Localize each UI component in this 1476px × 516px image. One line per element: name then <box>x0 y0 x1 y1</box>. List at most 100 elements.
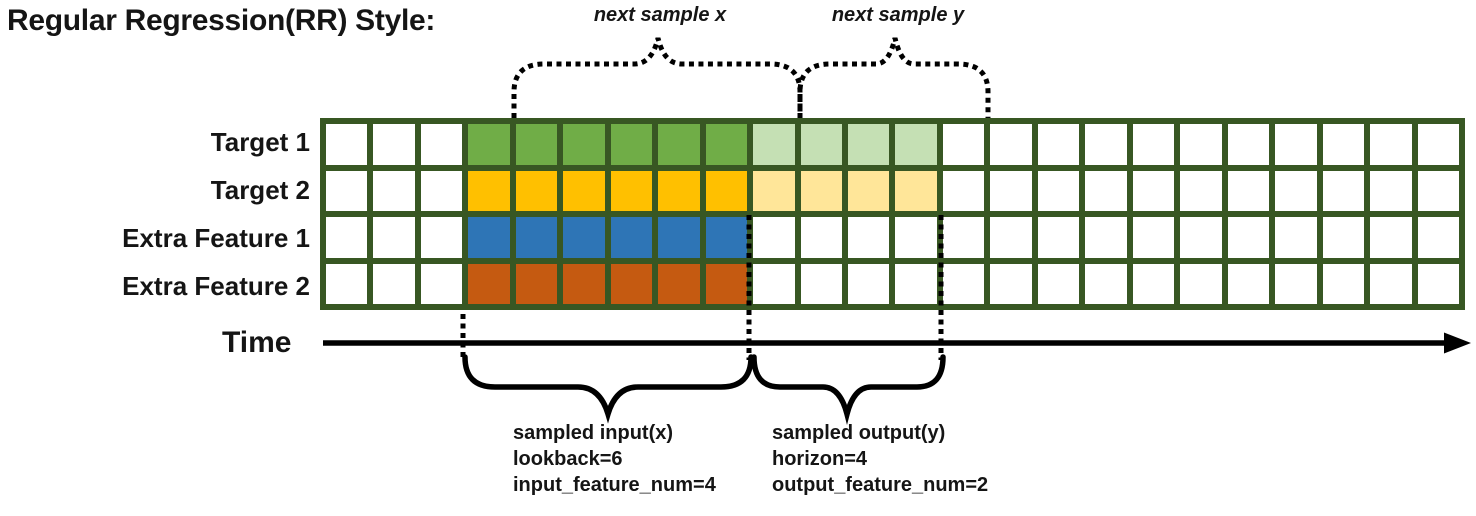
grid-cell <box>942 263 985 304</box>
grid-cell <box>326 217 368 258</box>
grid-cell <box>705 124 748 165</box>
grid-cell <box>515 263 558 304</box>
grid-cell <box>990 124 1032 165</box>
grid-cell <box>373 217 415 258</box>
grid-cell <box>658 263 700 304</box>
grid-cell <box>610 124 653 165</box>
sampled-output-annotation-line: horizon=4 <box>772 448 868 470</box>
grid-cell <box>753 124 795 165</box>
grid-cell <box>1370 217 1412 258</box>
sampled-output-annotation-line: output_feature_num=2 <box>772 474 989 496</box>
time-axis-arrowhead <box>1444 332 1471 354</box>
grid-cell <box>1037 263 1080 304</box>
grid-cell <box>1227 217 1270 258</box>
grid-cell <box>373 263 415 304</box>
grid-cell <box>468 170 510 211</box>
next-sample-y-label: next sample y <box>831 4 965 26</box>
grid-cell <box>373 170 415 211</box>
grid-cell <box>1180 263 1222 304</box>
grid-cell <box>705 263 748 304</box>
grid-cell <box>563 217 605 258</box>
grid-cell <box>1227 170 1270 211</box>
grid-cell <box>848 170 890 211</box>
grid-cell <box>1322 124 1365 165</box>
time-axis-label: Time <box>222 326 292 359</box>
grid-cell <box>990 263 1032 304</box>
row-label-target-2: Target 2 <box>210 175 310 205</box>
sampled-input-annotation-line: sampled input(x) <box>513 422 674 444</box>
sampled-output-annotation-line: sampled output(y) <box>772 422 946 444</box>
grid-cell <box>1275 170 1317 211</box>
grid-cell <box>1275 263 1317 304</box>
next-sample-x-label: next sample x <box>593 4 727 26</box>
grid-cell <box>800 124 843 165</box>
grid-cell <box>1037 217 1080 258</box>
grid-cell <box>420 124 463 165</box>
grid-cell <box>895 170 937 211</box>
grid-cell <box>1370 263 1412 304</box>
grid-cell <box>563 263 605 304</box>
grid-cell <box>1370 124 1412 165</box>
grid-cell <box>800 217 843 258</box>
grid-cell <box>895 217 937 258</box>
grid-cell <box>515 217 558 258</box>
grid-cell <box>1227 263 1270 304</box>
grid-cell <box>942 170 985 211</box>
grid-cell <box>1417 263 1459 304</box>
grid-cell <box>848 217 890 258</box>
grid-cell <box>1037 124 1080 165</box>
grid-cell <box>753 217 795 258</box>
grid-cell <box>1180 170 1222 211</box>
row-label-target-1: Target 1 <box>210 127 310 157</box>
grid-cell <box>1085 170 1127 211</box>
grid-cell <box>1132 217 1175 258</box>
sampled-output-brace <box>751 354 946 425</box>
grid-cell <box>563 124 605 165</box>
grid-cell <box>515 170 558 211</box>
grid-cell <box>658 124 700 165</box>
grid-cell <box>420 170 463 211</box>
grid-cell <box>1132 124 1175 165</box>
grid-cell <box>705 170 748 211</box>
grid-cell <box>942 124 985 165</box>
grid-cell <box>373 124 415 165</box>
grid-cell <box>1132 170 1175 211</box>
grid <box>320 118 1465 310</box>
grid-cell <box>848 263 890 304</box>
grid-cell <box>1275 217 1317 258</box>
grid-cell <box>1180 124 1222 165</box>
grid-cell <box>563 170 605 211</box>
grid-cell <box>1227 124 1270 165</box>
row-label-extra-feature-1: Extra Feature 1 <box>122 223 310 253</box>
grid-cell <box>705 217 748 258</box>
grid-cell <box>895 263 937 304</box>
grid-cell <box>468 217 510 258</box>
grid-cell <box>990 217 1032 258</box>
grid-cell <box>1417 124 1459 165</box>
next-sample-y-brace <box>797 37 991 118</box>
next-sample-x-brace <box>511 37 803 118</box>
grid-cell <box>1322 263 1365 304</box>
diagram-title: Regular Regression(RR) Style: <box>7 4 436 37</box>
grid-cell <box>1322 170 1365 211</box>
sampled-input-annotation-line: lookback=6 <box>513 448 623 470</box>
grid-cell <box>515 124 558 165</box>
grid-cell <box>1085 124 1127 165</box>
grid-cell <box>1132 263 1175 304</box>
grid-cell <box>800 263 843 304</box>
grid-cell <box>468 124 510 165</box>
grid-cell <box>1370 170 1412 211</box>
grid-cell <box>1417 170 1459 211</box>
grid-cell <box>848 124 890 165</box>
grid-cell <box>610 170 653 211</box>
grid-cell <box>990 170 1032 211</box>
grid-cell <box>420 263 463 304</box>
grid-cell <box>1180 217 1222 258</box>
grid-cell <box>1275 124 1317 165</box>
grid-cell <box>800 170 843 211</box>
grid-cell <box>326 124 368 165</box>
grid-cell <box>658 217 700 258</box>
grid-cell <box>1037 170 1080 211</box>
grid-cell <box>610 217 653 258</box>
